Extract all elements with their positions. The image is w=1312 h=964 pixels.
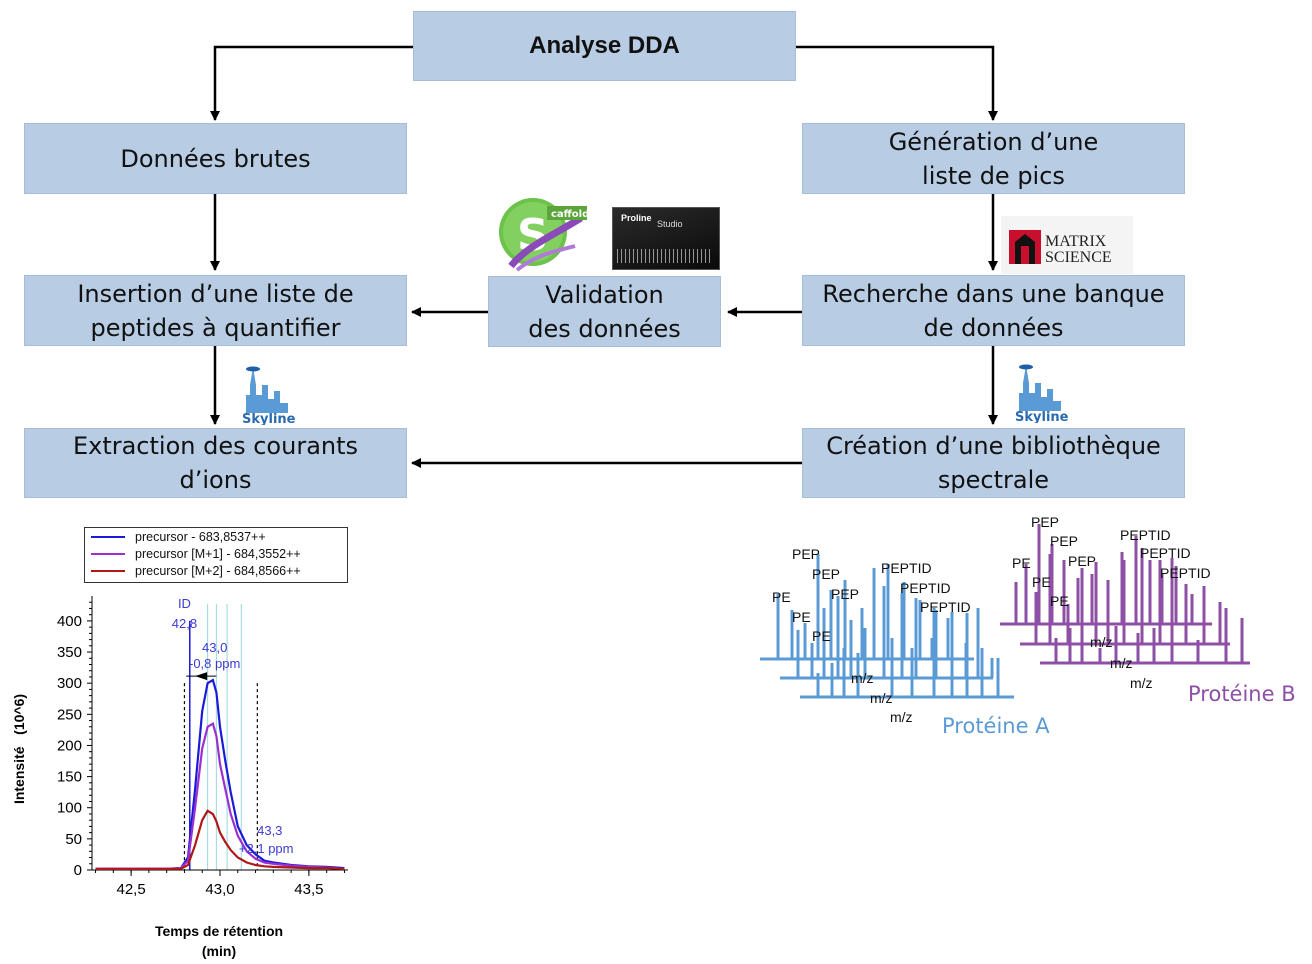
arrow-dda-to-peaklist [796, 45, 998, 121]
mz-axis-label: m/z [890, 709, 913, 725]
y-tick-label: 150 [57, 769, 82, 786]
fragment-label: PE [1012, 555, 1031, 571]
legend-label: precursor - 683,8537++ [135, 529, 266, 544]
matrix-logo-text: MATRIX [1045, 233, 1107, 250]
scaffold-logo: S caffold [499, 198, 589, 272]
fragment-label: PE [792, 609, 811, 625]
skyline-logo-left: Skyline [242, 366, 296, 425]
proline-studio-logo: Proline Studio [612, 207, 720, 270]
fragment-label: PEP [792, 546, 820, 562]
mz-axis-label: m/z [870, 690, 893, 706]
x-axis-label-unit: (min) [202, 943, 236, 959]
chart-legend: precursor - 683,8537++ precursor [M+1] -… [84, 527, 348, 583]
matrix-science-logo: MATRIX SCIENCE [1001, 216, 1133, 274]
fragment-label: PEP [831, 586, 859, 602]
box-generation-liste-pics: Génération d’une liste de pics [802, 123, 1185, 194]
y-tick-label: 350 [57, 644, 82, 661]
mz-axis-label: m/z [851, 670, 874, 686]
fragment-label: PEP [812, 566, 840, 582]
proline-logo-graph [617, 249, 713, 263]
y-tick-label: 300 [57, 675, 82, 692]
legend-swatch [91, 552, 125, 555]
skyline-logo-text: Skyline [1015, 410, 1069, 423]
y-tick-label: 200 [57, 737, 82, 754]
box-insertion-liste-peptides: Insertion d’une liste de peptides à quan… [24, 275, 407, 346]
fragment-label: PE [772, 589, 791, 605]
arrow-dda-to-raw [210, 45, 413, 121]
legend-label: precursor [M+2] - 684,8566++ [135, 563, 301, 578]
matrix-science-icon [1009, 230, 1041, 264]
protein-name-label: Protéine B [1188, 682, 1296, 706]
legend-item: precursor [M+1] - 684,3552++ [85, 545, 347, 562]
skyline-logo-text: Skyline [242, 412, 296, 425]
fragment-label: PEP [1068, 553, 1096, 569]
y-tick-label: 250 [57, 706, 82, 723]
annotation-peak-ppm: -0,8 ppm [189, 656, 240, 671]
legend-swatch [91, 569, 125, 572]
annotation-secondary-rt: 43,3 [257, 823, 282, 838]
series-line-1 [95, 722, 345, 870]
fragment-label: PEPTID [1160, 565, 1211, 581]
x-axis-label: Temps de rétention [155, 923, 283, 939]
legend-item: precursor [M+2] - 684,8566++ [85, 562, 347, 579]
science-logo-text: SCIENCE [1045, 249, 1112, 266]
y-axis-label: Intensité (10^6) [11, 694, 27, 804]
annotation-peak-rt: 43,0 [202, 640, 227, 655]
y-tick-label: 0 [74, 862, 82, 879]
protein-name-label: Protéine A [942, 714, 1050, 738]
fragment-label: PE [1032, 574, 1051, 590]
fragment-label: PEP [1031, 514, 1059, 530]
chromatogram-chart: 0 50 100 150 200 250 300 350 400 42,5 43,0 43,5 ID 42… [11, 596, 348, 959]
x-tick-label: 42,5 [117, 881, 146, 898]
series-line-2 [95, 809, 345, 870]
mz-axis-label: m/z [1130, 675, 1153, 691]
x-tick-label: 43,0 [205, 881, 234, 898]
fragment-label: PEPTID [1140, 545, 1191, 561]
fragment-label: PEPTID [900, 580, 951, 596]
studio-logo-text: Studio [657, 219, 683, 229]
box-recherche-banque: Recherche dans une banque de données [802, 275, 1185, 346]
box-donnees-brutes: Données brutes [24, 123, 407, 194]
box-extraction-courants: Extraction des courants d’ions [24, 428, 407, 498]
annotation-id-value: 42,8 [172, 616, 197, 631]
scaffold-logo-text: caffold [551, 209, 589, 220]
box-creation-bibliotheque: Création d’une bibliothèque spectrale [802, 428, 1185, 498]
skyline-logo-right: Skyline [1015, 364, 1069, 423]
y-tick-label: 100 [57, 800, 82, 817]
box-analyse-dda: Analyse DDA [413, 11, 796, 81]
y-tick-label: 50 [65, 831, 82, 848]
fragment-label: PEPTID [920, 599, 971, 615]
x-tick-label: 43,5 [294, 881, 323, 898]
legend-swatch [91, 535, 125, 538]
series-line-0 [95, 678, 345, 870]
legend-label: precursor [M+1] - 684,3552++ [135, 546, 301, 561]
fragment-label: PEPTID [881, 560, 932, 576]
fragment-label: PEP [1050, 533, 1078, 549]
annotation-secondary-ppm: +2,1 ppm [239, 841, 294, 856]
box-validation-donnees: Validation des données [488, 276, 721, 347]
legend-item: precursor - 683,8537++ [85, 528, 347, 545]
mz-axis-label: m/z [1090, 634, 1113, 650]
y-tick-label: 400 [57, 613, 82, 630]
proline-logo-text: Proline [621, 213, 652, 223]
fragment-label: PE [812, 628, 831, 644]
mz-axis-label: m/z [1110, 655, 1133, 671]
fragment-label: PEPTID [1120, 527, 1171, 543]
annotation-id-label: ID [178, 596, 191, 611]
fragment-label: PE [1050, 593, 1069, 609]
spectral-library-illustration: PEPPEPPEPEPEPPEPEPTIDPEPTIDPEPTIDm/zm/zm… [760, 514, 1296, 738]
